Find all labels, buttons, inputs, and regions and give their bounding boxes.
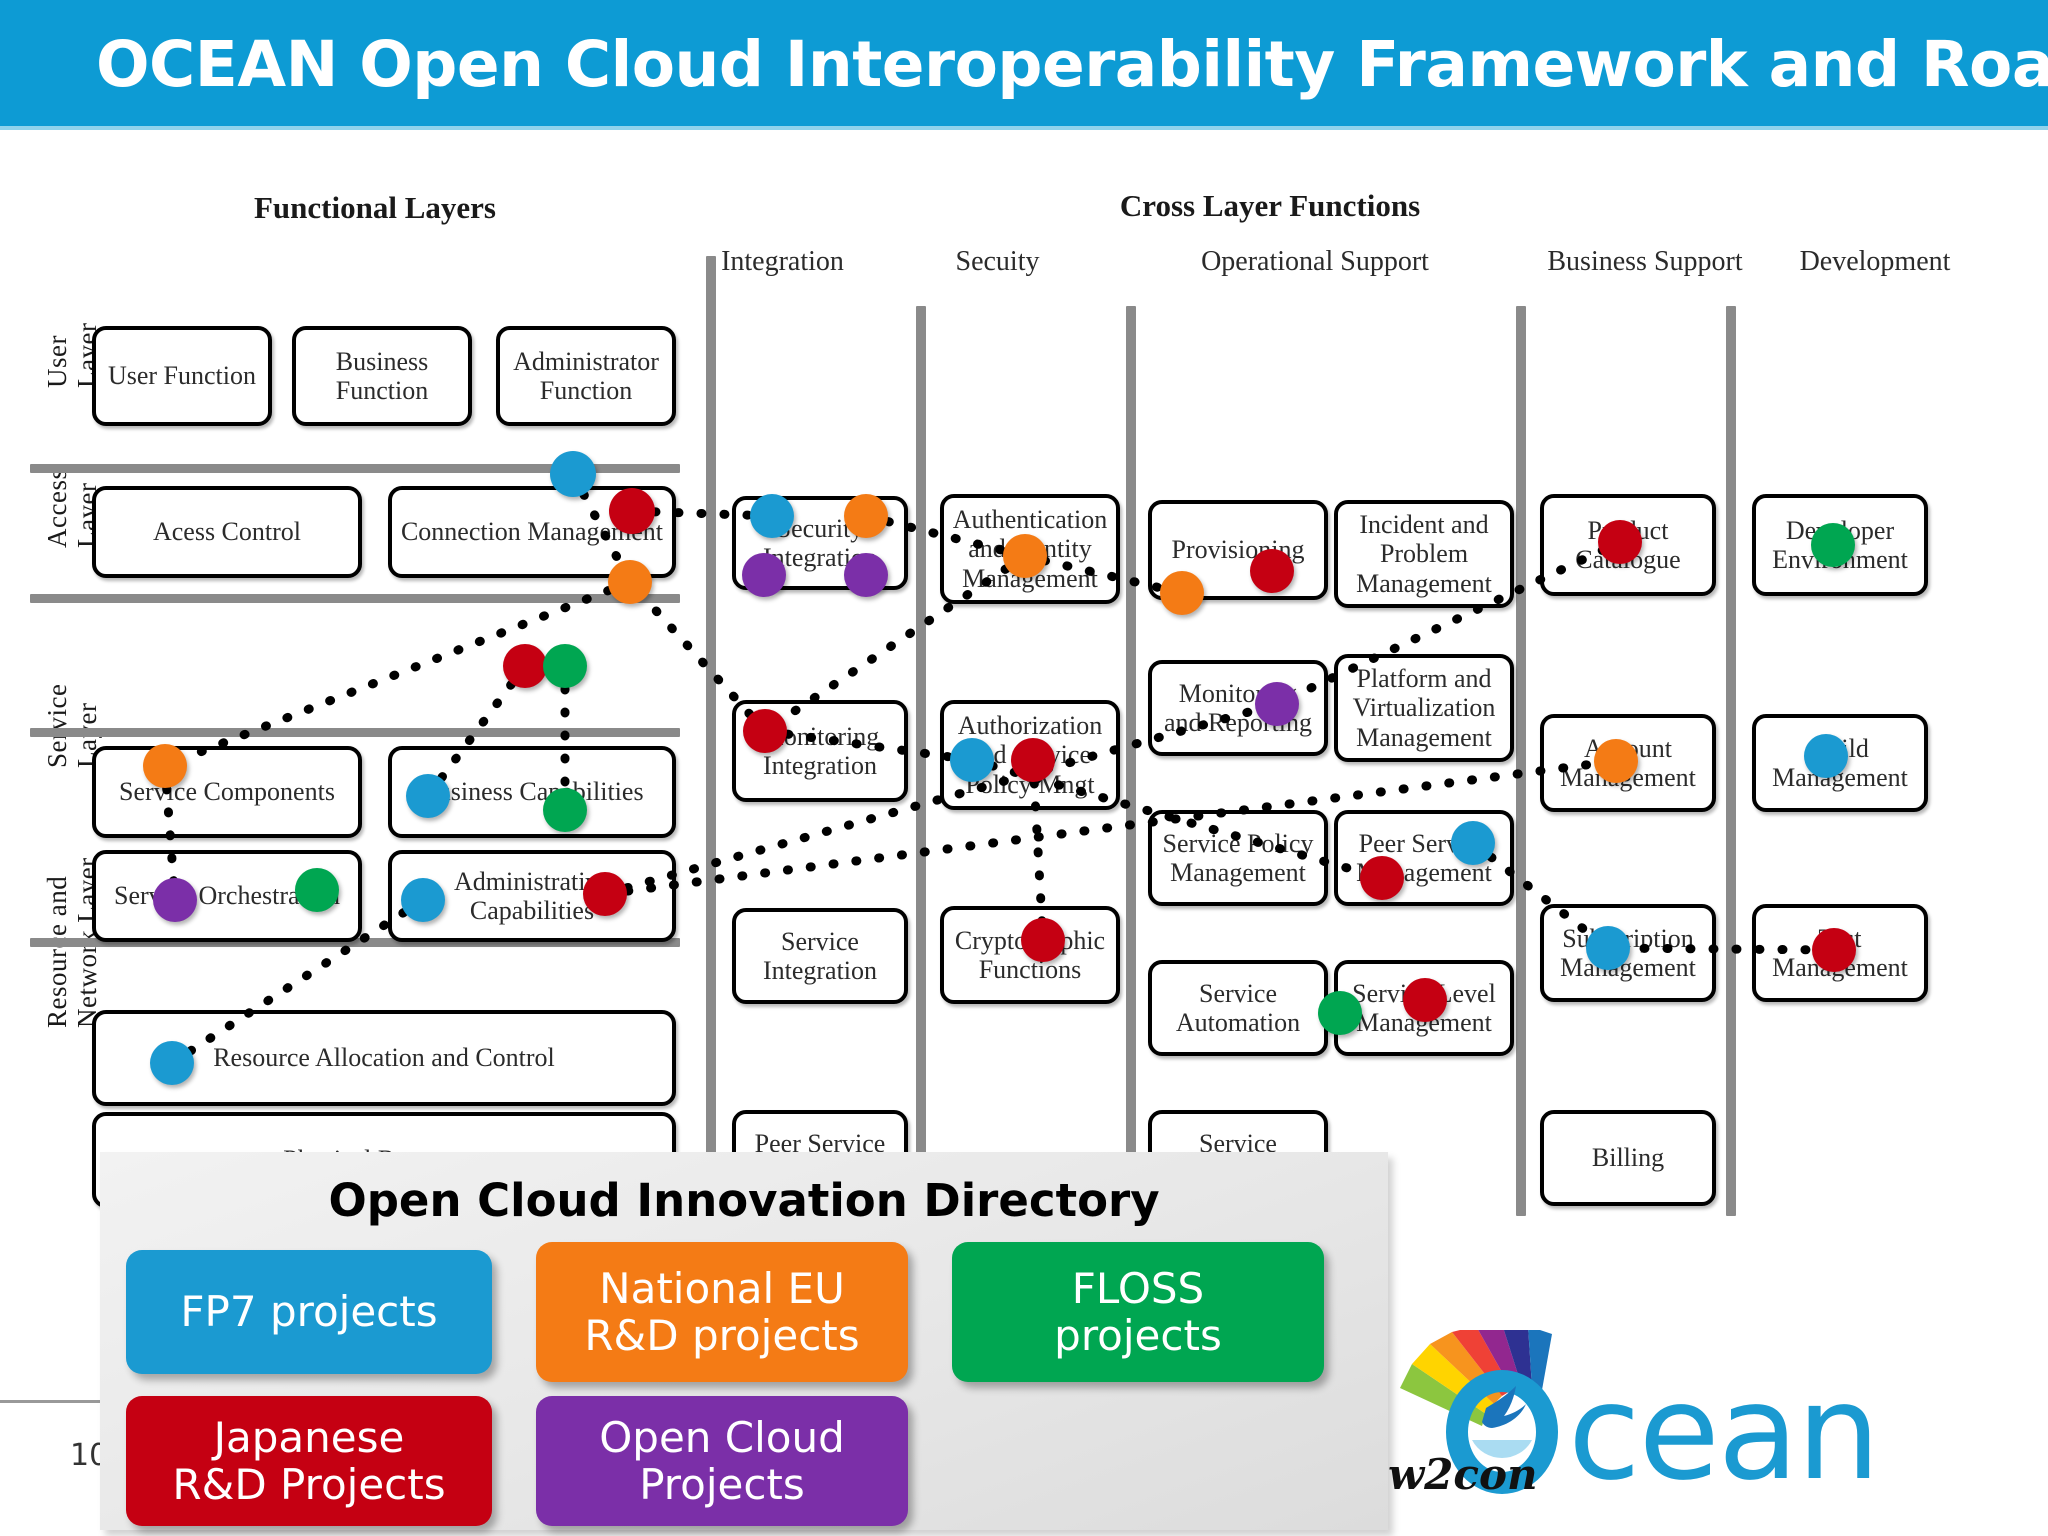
node-user-function[interactable]: User Function [92,326,272,426]
dot-orch-green[interactable] [295,868,339,912]
column-divider-1 [916,306,926,1216]
dot-admcap-blue[interactable] [401,878,445,922]
node-label: User Function [107,361,257,391]
column-title-business-support: Business Support [1547,246,1743,277]
legend-chip-label: FP7 projects [180,1287,438,1337]
dot-admin-red[interactable] [609,488,655,534]
dot-crypto-red[interactable] [1021,918,1065,962]
layer-divider-3 [30,728,680,737]
dot-acctmgmt-orange[interactable] [1594,739,1638,783]
dot-access-orange[interactable] [608,560,652,604]
dot-peersvc-red[interactable] [1360,856,1404,900]
column-divider-0 [706,256,716,1216]
column-divider-4 [1726,306,1736,1216]
dot-svc-orange[interactable] [143,744,187,788]
dot-prov-red[interactable] [1250,549,1294,593]
dot-test-red[interactable] [1812,928,1856,972]
layer-divider-1 [30,464,680,473]
title-bar-underline [0,126,2048,130]
dot-resource-blue[interactable] [150,1041,194,1085]
open-cloud-innovation-directory-panel: Open Cloud Innovation Directory FP7 proj… [100,1152,1388,1530]
dot-auth-orange[interactable] [1003,534,1047,578]
dot-secint-blue[interactable] [750,494,794,538]
cross-layer-functions-heading: Cross Layer Functions [1119,188,1421,223]
node-service-components[interactable]: Service Components [92,746,362,838]
dot-secint-orange[interactable] [844,494,888,538]
logo-wordmark: cean [1445,1356,1880,1510]
node-label: Business Capabilities [420,777,644,807]
layer-divider-2 [30,594,680,603]
dot-conn-red[interactable] [503,644,547,688]
functional-layers-heading: Functional Layers [254,190,496,225]
column-title-operational-support: Operational Support [1201,246,1429,277]
dot-admin-blue[interactable] [550,451,596,497]
page-title: OCEAN Open Cloud Interoperability Framew… [96,28,2048,101]
dot-bizcap-green[interactable] [543,788,587,832]
dot-authz-red[interactable] [1011,738,1055,782]
dot-secint-purple2[interactable] [844,553,888,597]
column-divider-3 [1516,306,1526,1216]
dot-bizcap-blue[interactable] [406,774,450,818]
column-title-security: Secuity [955,246,1040,277]
ow2con-label: ow2con [1360,1450,1538,1499]
dot-secint-purple1[interactable] [742,553,786,597]
dot-peersvc-blue[interactable] [1451,821,1495,865]
dot-build-blue[interactable] [1804,734,1848,778]
node-billing[interactable]: Billing [1540,1110,1716,1206]
dot-devenv-green[interactable] [1811,523,1855,567]
title-bar: OCEAN Open Cloud Interoperability Framew… [0,0,2048,130]
dot-authz-blue[interactable] [950,738,994,782]
svg-text:cean: cean [1568,1356,1878,1510]
dot-prodcat-red[interactable] [1598,520,1642,564]
node-label: Acess Control [152,517,302,547]
dot-slm-red[interactable] [1403,978,1447,1022]
dot-orch-purple[interactable] [153,878,197,922]
dot-monint-red[interactable] [743,709,787,753]
dot-submgmt-blue[interactable] [1586,926,1630,970]
node-access-control[interactable]: Acess Control [92,486,362,578]
column-title-integration: Integration [721,246,844,277]
ocean-logo: cean [1400,1330,1880,1510]
node-label: Resource Allocation and Control [213,1043,555,1073]
legend-title: Open Cloud Innovation Directory [328,1174,1160,1227]
dot-prov-orange[interactable] [1160,571,1204,615]
architecture-diagram: Functional Layers Cross Layer Functions … [0,128,2048,1216]
node-label: Billing [1591,1143,1665,1173]
legend-chip-fp7-projects[interactable]: FP7 projects [126,1250,492,1374]
dot-slm-green[interactable] [1318,991,1362,1035]
dot-conn-green[interactable] [543,644,587,688]
column-divider-2 [1126,306,1136,1216]
column-title-development: Development [1799,246,1951,277]
dot-admcap-red[interactable] [583,872,627,916]
dot-monrep-purple[interactable] [1255,682,1299,726]
